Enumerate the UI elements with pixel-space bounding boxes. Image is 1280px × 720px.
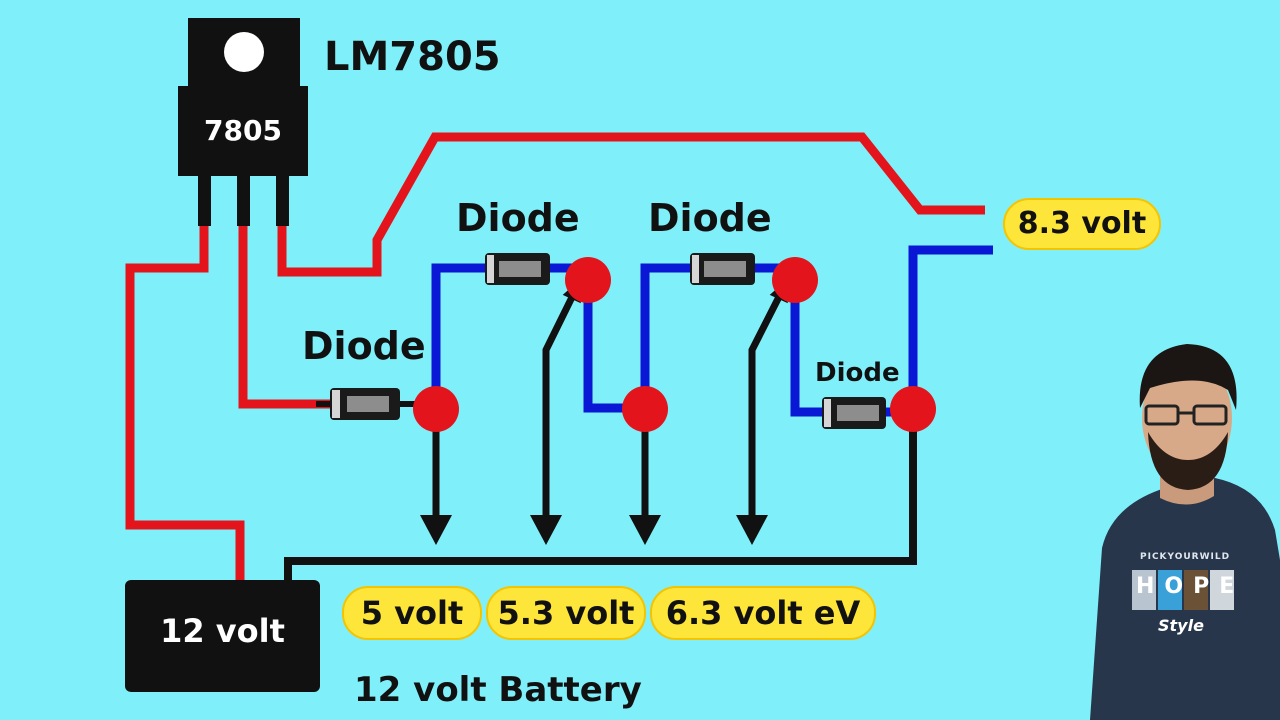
diode-label-3: Diode — [648, 196, 772, 240]
output-8v3-wire — [908, 245, 993, 410]
diode-4-symbol — [822, 397, 886, 429]
regulator-output-wire — [277, 132, 985, 277]
regulator-pin-ground — [237, 176, 250, 226]
shirt-top-text: PICKYOURWILD — [1140, 552, 1231, 562]
diode-3-symbol — [690, 253, 755, 285]
battery-to-regulator-input-wire — [125, 222, 245, 582]
output-8v3-pill: 8.3 volt — [1003, 198, 1161, 250]
presenter-face — [1142, 358, 1232, 478]
output-6v3-pill: 6.3 volt eV — [650, 586, 876, 640]
regulator-body — [178, 86, 308, 176]
positive-wires — [125, 132, 985, 582]
diode-components — [316, 253, 886, 429]
diode3-left-wire — [640, 263, 694, 410]
presenter-hair — [1139, 344, 1237, 410]
regulator-ground-to-diode-wire — [238, 222, 330, 409]
output-arrows — [432, 283, 789, 520]
diode3-to-diode4-wire — [790, 280, 826, 417]
node-3 — [622, 386, 668, 432]
shirt-word: HOPE — [1136, 574, 1245, 599]
mounting-hole — [224, 32, 264, 72]
node-2 — [565, 257, 611, 303]
presenter-beard — [1148, 432, 1228, 490]
output-5v-pill: 5 volt — [342, 586, 482, 640]
diode-wires — [431, 245, 993, 417]
diode-label-1: Diode — [302, 324, 426, 368]
shirt-bottom-text: Style — [1158, 616, 1204, 635]
node-5 — [890, 386, 936, 432]
battery-caption: 12 volt Battery — [354, 670, 642, 710]
battery-label: 12 volt — [160, 612, 285, 650]
tap-arrow-5v3-line — [542, 283, 582, 520]
diode2-left-wire — [431, 263, 488, 410]
diode-1-symbol — [316, 388, 418, 420]
ground-wires — [284, 412, 917, 582]
battery-body — [125, 580, 320, 692]
regulator-pin-output — [276, 176, 289, 226]
presenter-figure — [1090, 344, 1280, 720]
arrow-head-7v — [736, 515, 768, 545]
node-4 — [772, 257, 818, 303]
ground-return-wire — [284, 412, 917, 582]
node-1 — [413, 386, 459, 432]
diode-label-2: Diode — [456, 196, 580, 240]
tap-arrow-7v-line — [748, 283, 789, 520]
diode-2-symbol — [485, 253, 550, 285]
junction-nodes — [413, 257, 936, 432]
arrow-head-5v3 — [530, 515, 562, 545]
shirt-print — [1132, 570, 1234, 610]
output-5v3-pill: 5.3 volt — [486, 586, 646, 640]
regulator-pin-input — [198, 176, 211, 226]
glasses-left-icon — [1144, 404, 1180, 426]
regulator-7805 — [178, 18, 308, 226]
regulator-body-label: 7805 — [204, 114, 282, 147]
glasses-right-icon — [1192, 404, 1228, 426]
diode-label-4: Diode — [815, 358, 900, 388]
arrow-head-5v — [420, 515, 452, 545]
arrow-head-6v3 — [629, 515, 661, 545]
regulator-title: LM7805 — [324, 34, 501, 80]
